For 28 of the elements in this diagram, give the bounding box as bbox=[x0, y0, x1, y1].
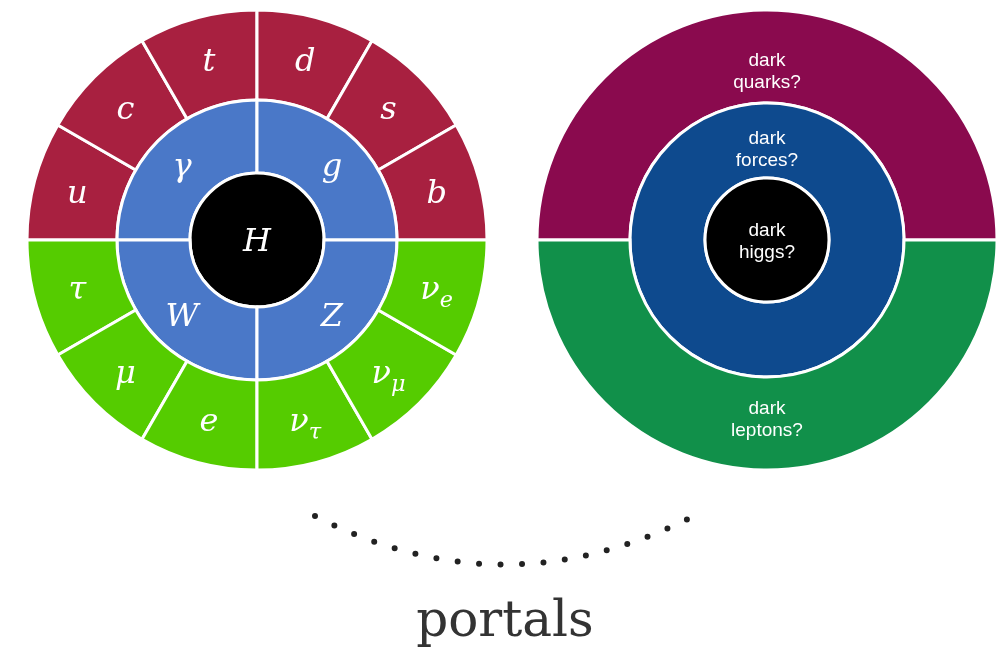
quark-segment bbox=[376, 123, 489, 242]
particle-symbol: γ bbox=[172, 146, 192, 185]
particle-symbol: H bbox=[243, 221, 271, 259]
lepton-segment bbox=[376, 238, 489, 357]
region-label: dark quarks? bbox=[733, 49, 801, 92]
particle-symbol: μ bbox=[115, 352, 136, 391]
particle-symbol: ν$_{e}$ bbox=[420, 269, 453, 313]
region-label: dark leptons? bbox=[731, 397, 803, 440]
lepton-segment bbox=[140, 359, 259, 472]
quark-segment bbox=[140, 8, 259, 121]
particle-symbol: W bbox=[165, 295, 199, 334]
particle-symbol: c bbox=[116, 89, 135, 128]
particle-symbol: e bbox=[199, 400, 219, 439]
particle-symbol: u bbox=[67, 172, 88, 211]
particle-symbol: t bbox=[202, 41, 216, 80]
dark-quark-region bbox=[535, 8, 999, 242]
particle-symbol: g bbox=[321, 146, 343, 185]
particle-symbol: Z bbox=[320, 295, 344, 334]
particle-symbol: ν$_{τ}$ bbox=[289, 400, 322, 444]
particle-symbol: b bbox=[426, 172, 447, 211]
particle-symbol: s bbox=[380, 89, 397, 128]
region-label: dark higgs? bbox=[739, 219, 795, 262]
particle-symbol: τ bbox=[68, 269, 87, 308]
dark-lepton-region bbox=[535, 238, 999, 472]
particle-symbol: ν$_{μ}$ bbox=[371, 352, 406, 396]
caption-text: portals bbox=[416, 590, 594, 647]
particle-symbol: d bbox=[294, 41, 316, 80]
region-label: dark forces? bbox=[735, 127, 799, 170]
